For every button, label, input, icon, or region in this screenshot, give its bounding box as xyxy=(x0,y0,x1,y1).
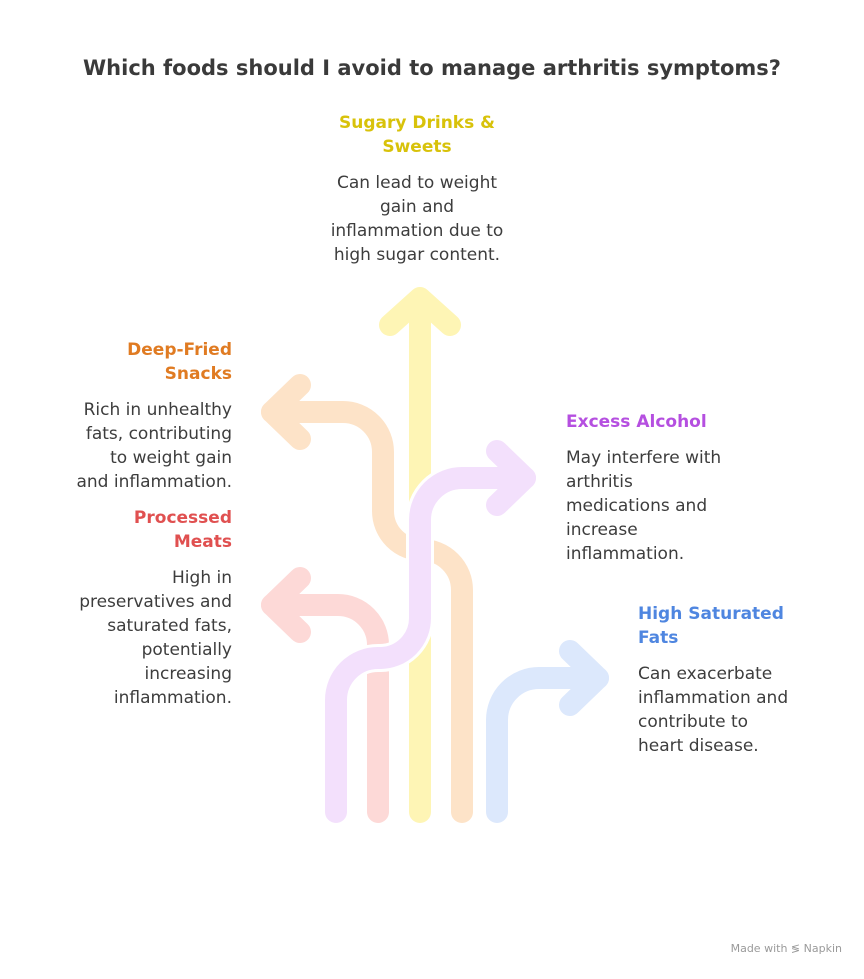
item-high-saturated-fats: High Saturated Fats Can exacerbate infla… xyxy=(638,602,858,758)
item-title: Sugary Drinks & Sweets xyxy=(339,113,495,157)
item-title: Excess Alcohol xyxy=(566,412,707,432)
item-processed-meats: Processed Meats High in preservatives an… xyxy=(20,506,232,710)
arrow-deep-fried-snacks xyxy=(261,374,473,823)
item-description: Can lead to weight gain and inflammation… xyxy=(330,173,504,265)
item-title: Processed Meats xyxy=(133,508,232,552)
item-sugary-drinks: Sugary Drinks & Sweets Can lead to weigh… xyxy=(300,111,534,267)
item-title: Deep-Fried Snacks xyxy=(127,340,232,384)
napkin-logo-icon: ≶ xyxy=(790,942,801,955)
item-description: High in preservatives and saturated fats… xyxy=(79,568,232,708)
napkin-watermark: Made with ≶ Napkin xyxy=(730,942,842,955)
item-description: May interfere with arthritis medications… xyxy=(566,448,722,564)
item-title: High Saturated Fats xyxy=(638,604,784,648)
item-description: Rich in unhealthy fats, contributing to … xyxy=(76,400,232,492)
item-deep-fried-snacks: Deep-Fried Snacks Rich in unhealthy fats… xyxy=(20,338,232,494)
arrow-high-saturated-fats xyxy=(486,640,609,823)
arrow-processed-meats xyxy=(261,567,389,823)
item-excess-alcohol: Excess Alcohol May interfere with arthri… xyxy=(566,410,806,566)
item-description: Can exacerbate inflammation and contribu… xyxy=(638,664,789,756)
arrow-excess-alcohol xyxy=(322,440,539,826)
page-title: Which foods should I avoid to manage art… xyxy=(83,56,781,80)
